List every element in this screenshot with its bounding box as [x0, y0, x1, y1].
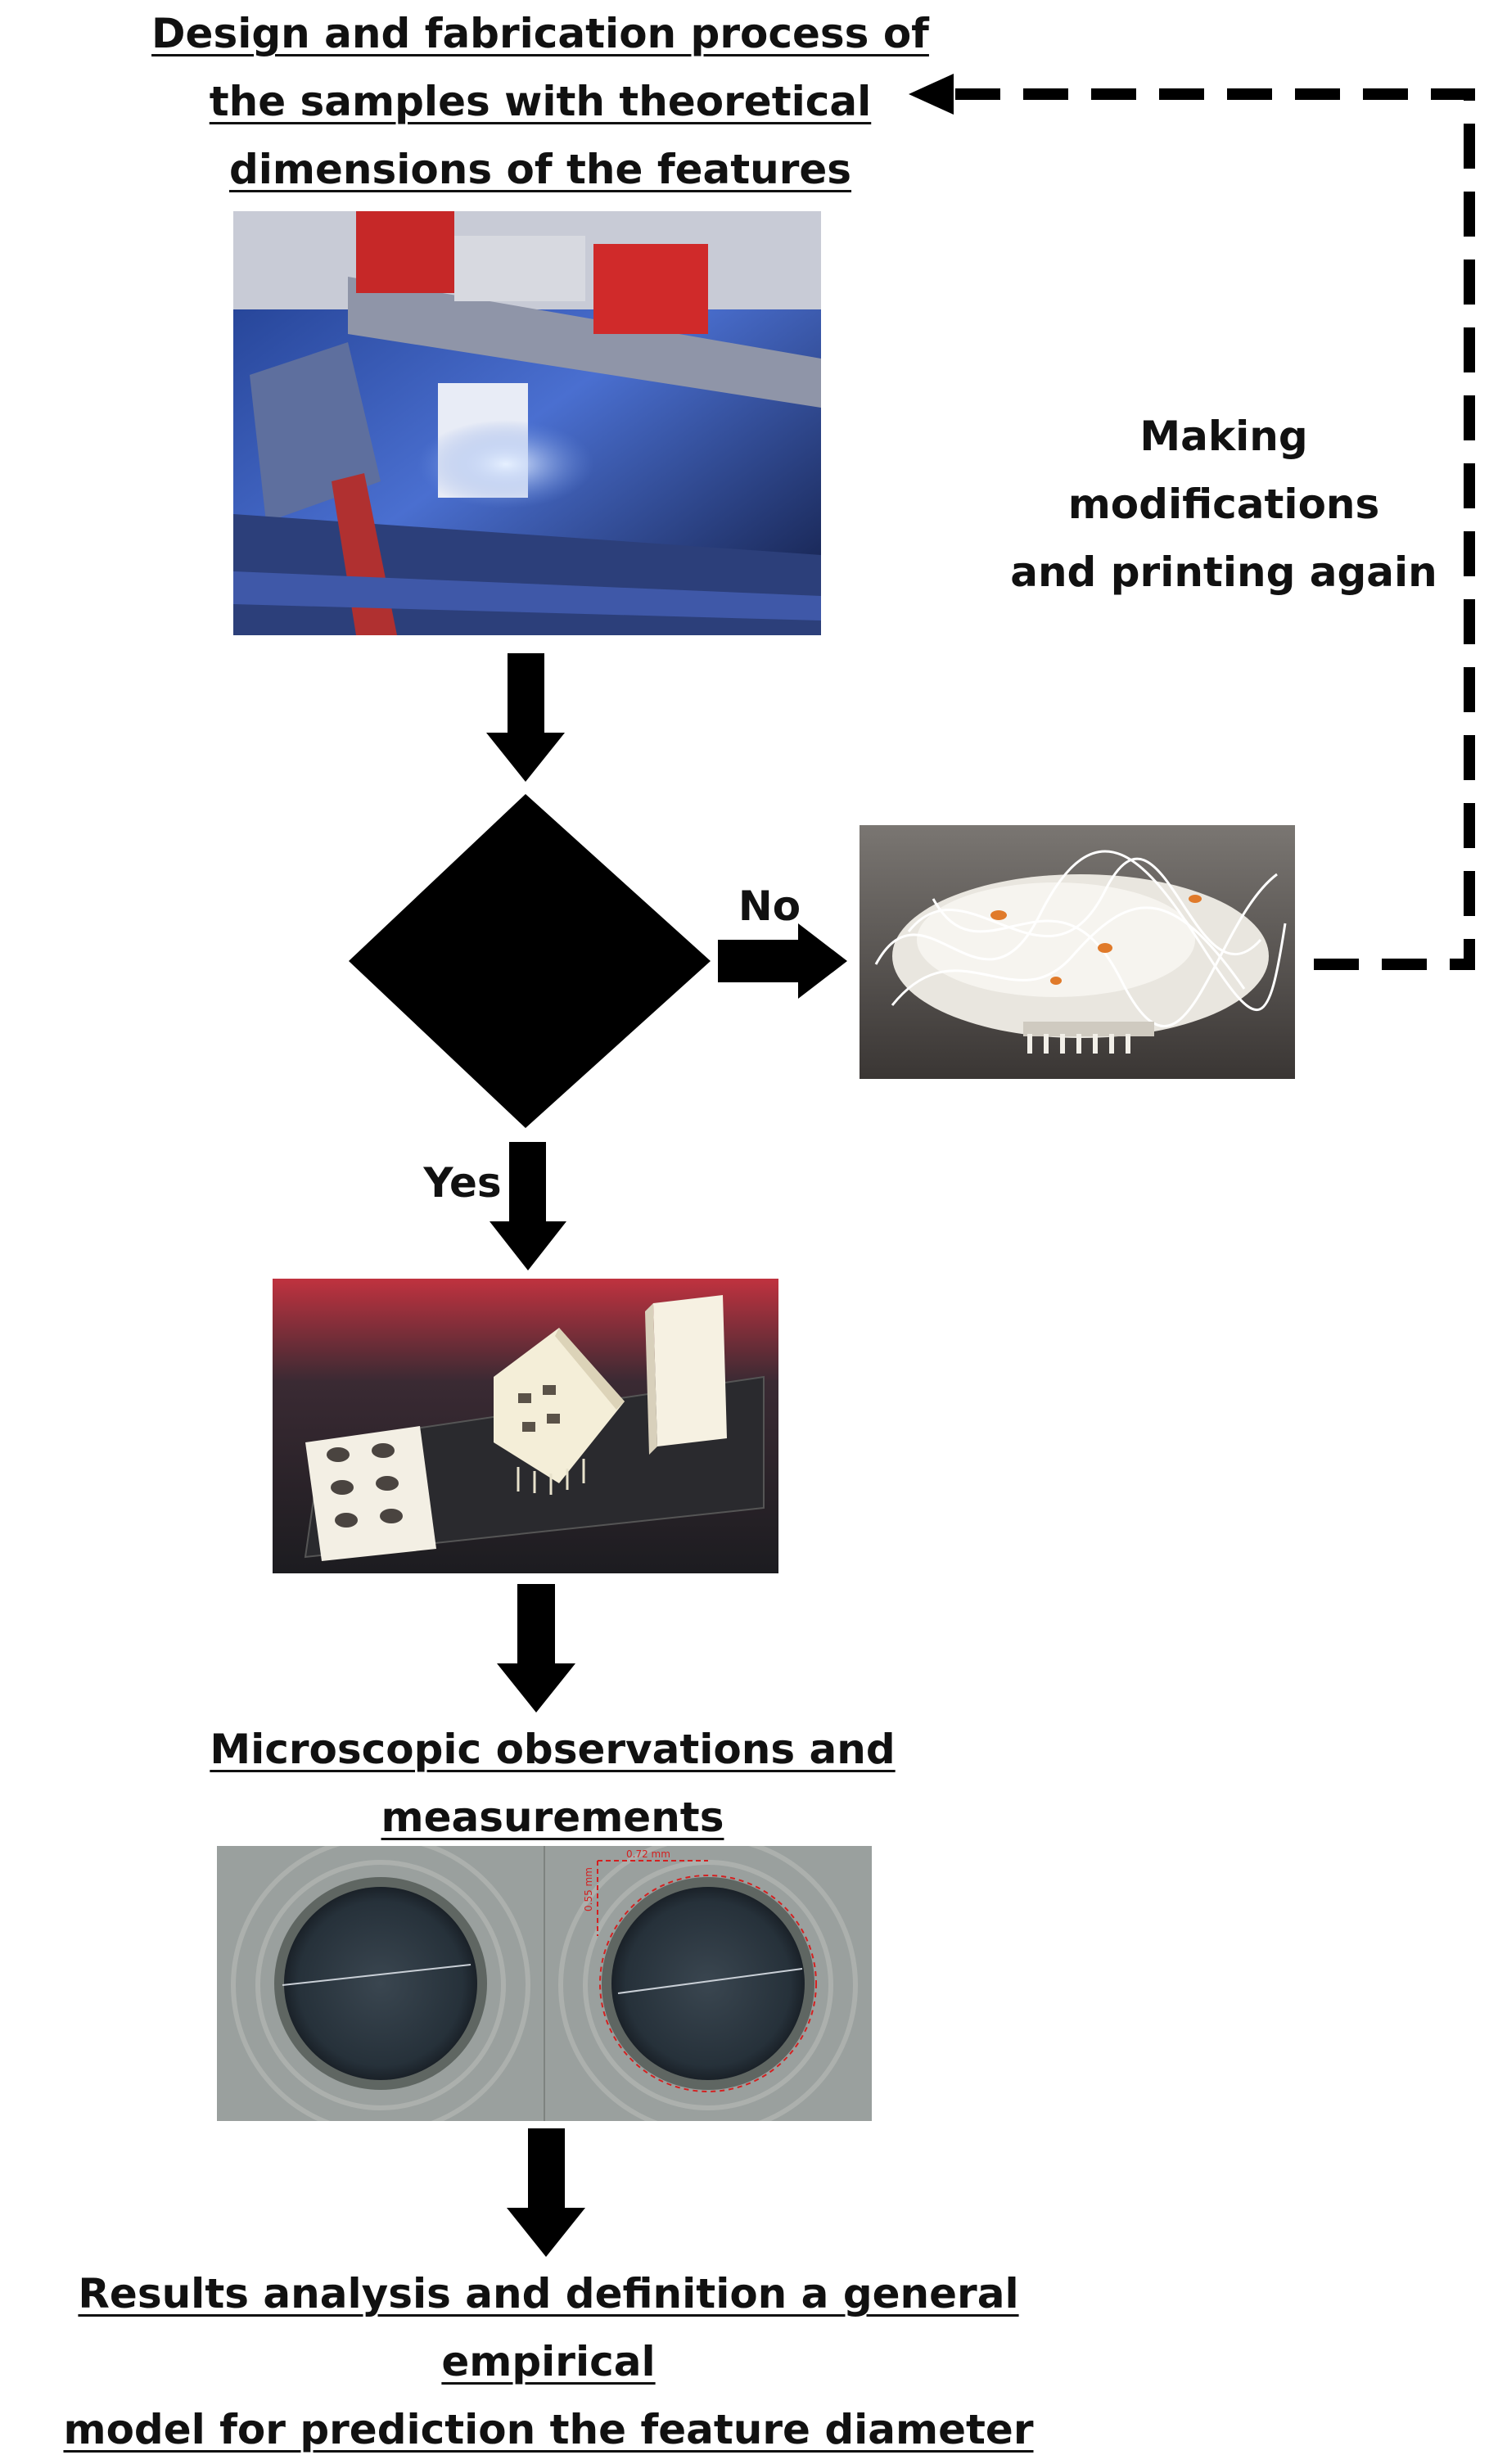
micrograph-mark-top: 0.72 mm: [626, 1848, 670, 1860]
decision-label: successful process?: [368, 889, 679, 1027]
results-title-line-2: model for prediction the feature diamete…: [63, 2406, 1034, 2453]
printer-photo: [233, 211, 821, 635]
micrograph-photo: 0.72 mm 0.55 mm: [217, 1846, 872, 2121]
feedback-line-2: and printing again: [1010, 548, 1437, 596]
microscopy-title-line-2: measurements: [381, 1794, 724, 1841]
design-title-line-1: Design and fabrication process of: [151, 10, 929, 57]
design-title-line-2: the samples with theoretical: [209, 78, 872, 125]
microscopy-step-title: Microscopic observations and measurement…: [164, 1716, 941, 1852]
failed-print-photo: [860, 825, 1295, 1079]
branch-no-label: No: [738, 882, 801, 930]
branch-yes-label: Yes: [423, 1159, 502, 1207]
samples-photo: [273, 1279, 778, 1573]
feedback-line-1: Making modifications: [1067, 413, 1380, 528]
decision-line-2: process?: [422, 968, 625, 1016]
results-step-title: Results analysis and definition a genera…: [0, 2260, 1097, 2464]
arrow-samples-to-microscopy: [497, 1584, 575, 1713]
microscopy-title-line-1: Microscopic observations and: [210, 1726, 896, 1773]
arrow-design-to-decision: [486, 653, 565, 782]
feedback-label: Making modifications and printing again: [986, 403, 1461, 607]
decision-line-1: successful: [404, 900, 644, 947]
arrow-microscopy-to-results: [507, 2128, 585, 2257]
design-step-title: Design and fabrication process of the sa…: [131, 0, 950, 204]
results-title-line-1: Results analysis and definition a genera…: [78, 2270, 1019, 2385]
micrograph-mark-side: 0.55 mm: [583, 1867, 594, 1911]
design-title-line-3: dimensions of the features: [228, 146, 852, 193]
